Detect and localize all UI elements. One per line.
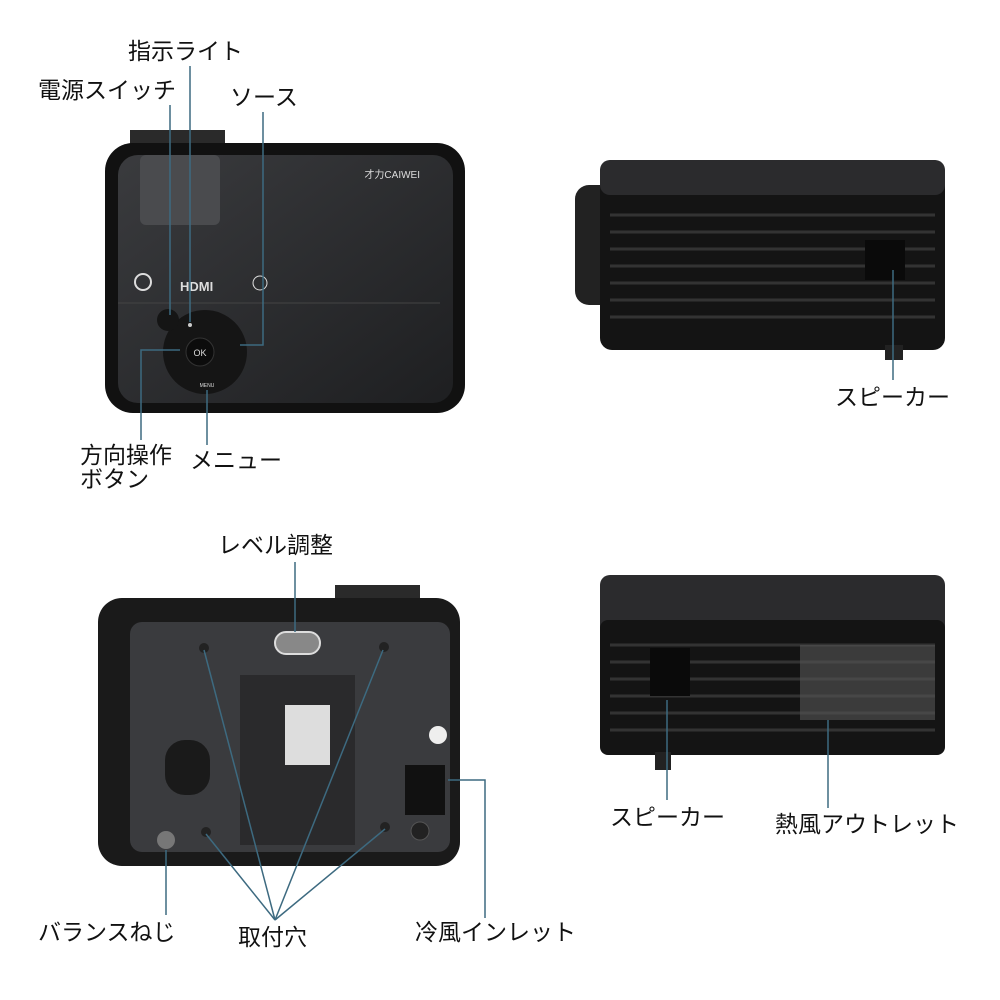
speaker-grille (650, 648, 690, 696)
label-speaker-side: スピーカー (835, 385, 950, 411)
label-hot-outlet: 熱風アウトレット (775, 812, 959, 838)
level-adjuster[interactable] (274, 631, 321, 655)
projector-bottom-view (98, 585, 460, 866)
speaker-grille (165, 740, 210, 795)
product-label-sticker (285, 705, 330, 765)
label-indicator-light: 指示ライト (128, 39, 243, 65)
label-cool-inlet: 冷風インレット (415, 920, 576, 946)
hot-air-outlet-grille (800, 645, 935, 720)
label-mount-holes: 取付穴 (238, 925, 307, 951)
power-button[interactable] (157, 309, 179, 331)
label-level-adjust: レベル調整 (218, 533, 333, 559)
indicator-light (188, 323, 192, 327)
label-direction-buttons-line2: ボタン (80, 467, 149, 493)
label-direction-buttons-line1: 方向操作 (80, 443, 172, 469)
projector-side-view (575, 160, 945, 360)
balance-screw[interactable] (157, 831, 175, 849)
hdmi-logo: HDMI (180, 279, 213, 294)
mount-holes (199, 642, 390, 837)
label-source: ソース (230, 85, 298, 111)
projector-top-view: 才力CAIWEI HDMI OK MENU (105, 130, 465, 413)
label-balance-screw: バランスねじ (38, 920, 176, 946)
ok-button[interactable] (185, 337, 215, 367)
led-logo (134, 273, 152, 291)
ok-label: OK (193, 348, 206, 358)
projector-rear-view (600, 575, 945, 770)
label-menu: メニュー (190, 448, 282, 474)
lcd-logo (252, 275, 268, 291)
label-speaker-rear: スピーカー (610, 805, 725, 831)
label-power-switch: 電源スイッチ (38, 78, 176, 104)
cool-air-inlet-grille (405, 765, 445, 815)
speaker-grille (865, 240, 905, 280)
leader-lines (140, 66, 894, 921)
brand-logo: 才力CAIWEI (364, 168, 420, 181)
menu-button-label: MENU (200, 383, 215, 389)
